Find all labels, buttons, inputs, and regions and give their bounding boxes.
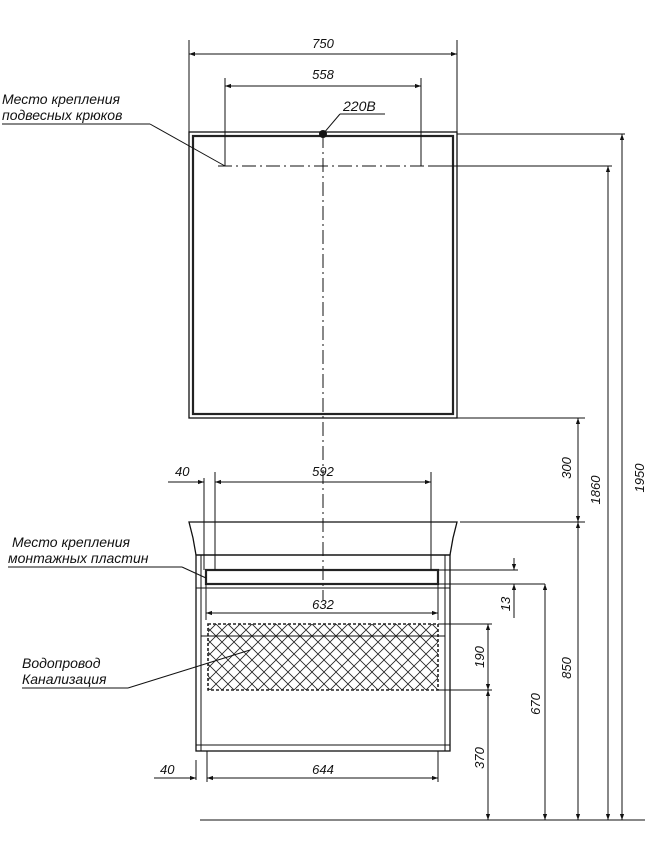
dim-hook-spacing: 558 bbox=[224, 67, 422, 166]
hook-mount-label-line1: Место крепления bbox=[2, 91, 121, 107]
plate-mount-note: Место крепления монтажных пластин bbox=[8, 534, 207, 579]
dim-644-label: 644 bbox=[312, 762, 334, 777]
dim-plate-width: 632 bbox=[205, 584, 439, 620]
dim-850-label: 850 bbox=[559, 656, 574, 678]
cabinet-body bbox=[195, 554, 451, 752]
dim-1950-label: 1950 bbox=[632, 463, 647, 493]
dim-40-bottom-label: 40 bbox=[160, 762, 175, 777]
height-dimensions: 1950 1860 300 850 bbox=[200, 133, 647, 821]
dim-1860-label: 1860 bbox=[588, 475, 603, 505]
water-label-line2: Канализация bbox=[22, 671, 107, 687]
dim-370-label: 370 bbox=[472, 746, 487, 768]
dim-plumbing-heights: 190 670 370 bbox=[438, 584, 548, 820]
dim-190-label: 190 bbox=[472, 645, 487, 667]
dim-632-label: 632 bbox=[312, 597, 334, 612]
water-label-line1: Водопровод bbox=[22, 655, 101, 671]
power-point: 220В bbox=[319, 98, 385, 138]
plumbing-zone bbox=[207, 623, 439, 691]
dim-40-top-label: 40 bbox=[175, 464, 190, 479]
voltage-label: 220В bbox=[342, 98, 376, 114]
dim-558-label: 558 bbox=[312, 67, 334, 82]
dim-750-label: 750 bbox=[312, 36, 334, 51]
plate-mount-label-line1: Место крепления bbox=[12, 534, 131, 550]
water-note: Водопровод Канализация bbox=[22, 649, 251, 689]
dim-cabinet-top: 40 592 bbox=[168, 464, 432, 570]
dim-13-label: 13 bbox=[498, 596, 513, 611]
dim-670-label: 670 bbox=[528, 692, 543, 714]
hook-mount-note: Место крепления подвесных крюков bbox=[2, 91, 226, 167]
plate-mount-label-line2: монтажных пластин bbox=[8, 550, 149, 566]
dim-13: 13 bbox=[438, 558, 545, 618]
hook-mount-label-line2: подвесных крюков bbox=[2, 107, 122, 123]
dim-cabinet-bottom: 40 644 bbox=[154, 751, 439, 782]
dim-mirror-width: 750 bbox=[188, 36, 458, 132]
dim-300-label: 300 bbox=[559, 456, 574, 478]
dim-592-label: 592 bbox=[312, 464, 334, 479]
